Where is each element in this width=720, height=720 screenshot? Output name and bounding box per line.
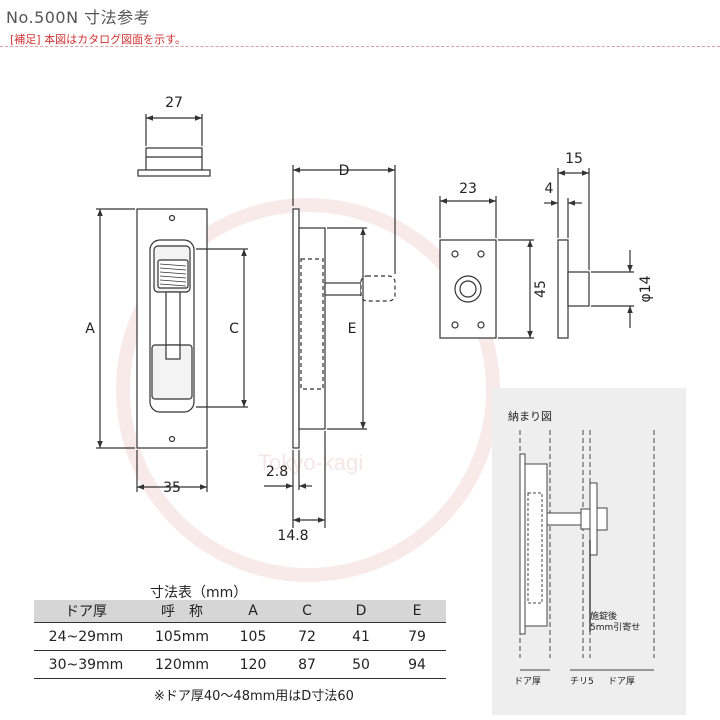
- top-cap-flange: [137, 169, 211, 177]
- bolt-shaft: [324, 282, 362, 296]
- spec-table-caption: 寸法表（mm）: [150, 585, 248, 601]
- strike-hole-1: [451, 250, 459, 258]
- cell-e: 79: [388, 622, 446, 651]
- installation-diagram: 納まり図 施錠後 5mm引寄せ ドア厚 チリ5 ドア厚: [508, 410, 655, 687]
- pull-note-line2: 5mm引寄せ: [590, 621, 640, 633]
- screw-hole-bottom: [168, 435, 176, 443]
- pull-note-line1: 施錠後: [590, 610, 617, 622]
- bolt-tip: [360, 275, 396, 302]
- dim-c: C: [229, 321, 239, 337]
- strike-front-view: [439, 196, 534, 339]
- cell-c: 87: [280, 650, 334, 679]
- side-plate: [292, 208, 300, 449]
- strike-hole-4: [477, 321, 485, 329]
- dim-d: D: [339, 163, 350, 179]
- strike-side-boss: [567, 271, 590, 307]
- strike-hole-2: [477, 250, 485, 258]
- installation-diagram-panel: 納まり図 施錠後 5mm引寄せ ドア厚 チリ5 ドア厚: [492, 388, 686, 715]
- table-row: 24~29mm 105mm 105 72 41 79: [34, 622, 446, 651]
- spec-footnote: ※ドア厚40～48mm用はD寸法60: [154, 689, 354, 704]
- cell-d: 50: [334, 650, 388, 679]
- spec-header-row: ドア厚 呼 称 A C D E: [34, 600, 446, 623]
- inset-title: 納まり図: [508, 410, 552, 423]
- supplement-note: [補足] 本図はカタログ図面を示す。: [10, 33, 186, 46]
- strike-boss: [454, 275, 482, 303]
- front-view: [96, 114, 248, 492]
- col-d: D: [334, 600, 388, 623]
- cell-c: 72: [280, 622, 334, 651]
- strike-side-plate: [557, 239, 569, 339]
- col-nominal: 呼 称: [138, 600, 226, 623]
- dim-35: 35: [163, 480, 181, 496]
- header-divider: [0, 46, 720, 47]
- dim-45: 45: [533, 280, 549, 298]
- cell-nominal: 120mm: [138, 650, 226, 679]
- cell-e: 94: [388, 650, 446, 679]
- spec-table: ドア厚 呼 称 A C D E 24~29mm 105mm 105 72 41 …: [34, 600, 446, 679]
- dim-2-8: 2.8: [266, 464, 288, 480]
- screw-hole-top: [168, 214, 176, 222]
- dim-27: 27: [165, 95, 183, 111]
- cell-a: 105: [226, 622, 280, 651]
- col-door-thickness: ドア厚: [34, 600, 138, 623]
- cell-nominal: 105mm: [138, 622, 226, 651]
- dim-15: 15: [565, 151, 583, 167]
- page-header: No.500N 寸法参考 [補足] 本図はカタログ図面を示す。: [0, 0, 720, 52]
- hidden-outline: [300, 258, 324, 390]
- spring: [157, 259, 189, 289]
- dim-e: E: [348, 321, 357, 337]
- col-a: A: [226, 600, 280, 623]
- side-body: [298, 227, 326, 430]
- cell-d: 41: [334, 622, 388, 651]
- dim-phi14: φ14: [638, 275, 654, 302]
- dim-4: 4: [545, 181, 554, 197]
- col-e: E: [388, 600, 446, 623]
- label-door-thickness-right: ドア厚: [608, 676, 635, 687]
- strike-plate: [439, 239, 497, 339]
- dim-23: 23: [459, 181, 477, 197]
- label-gap: チリ5: [570, 676, 594, 687]
- strike-hole-3: [451, 321, 459, 329]
- page-title: No.500N 寸法参考: [6, 8, 151, 27]
- side-view: [264, 165, 396, 528]
- svg-text:Tokyo-kagi: Tokyo-kagi: [258, 450, 363, 475]
- col-c: C: [280, 600, 334, 623]
- cell-door-thickness: 24~29mm: [34, 622, 138, 651]
- table-row: 30~39mm 120mm 120 87 50 94: [34, 650, 446, 679]
- cell-a: 120: [226, 650, 280, 679]
- bolt-stem: [165, 291, 181, 353]
- cell-door-thickness: 30~39mm: [34, 650, 138, 679]
- dim-a: A: [85, 321, 95, 337]
- top-cap: [145, 147, 203, 171]
- strike-side-view: [544, 168, 634, 339]
- dim-14-8: 14.8: [277, 528, 308, 544]
- label-door-thickness-left: ドア厚: [514, 676, 541, 687]
